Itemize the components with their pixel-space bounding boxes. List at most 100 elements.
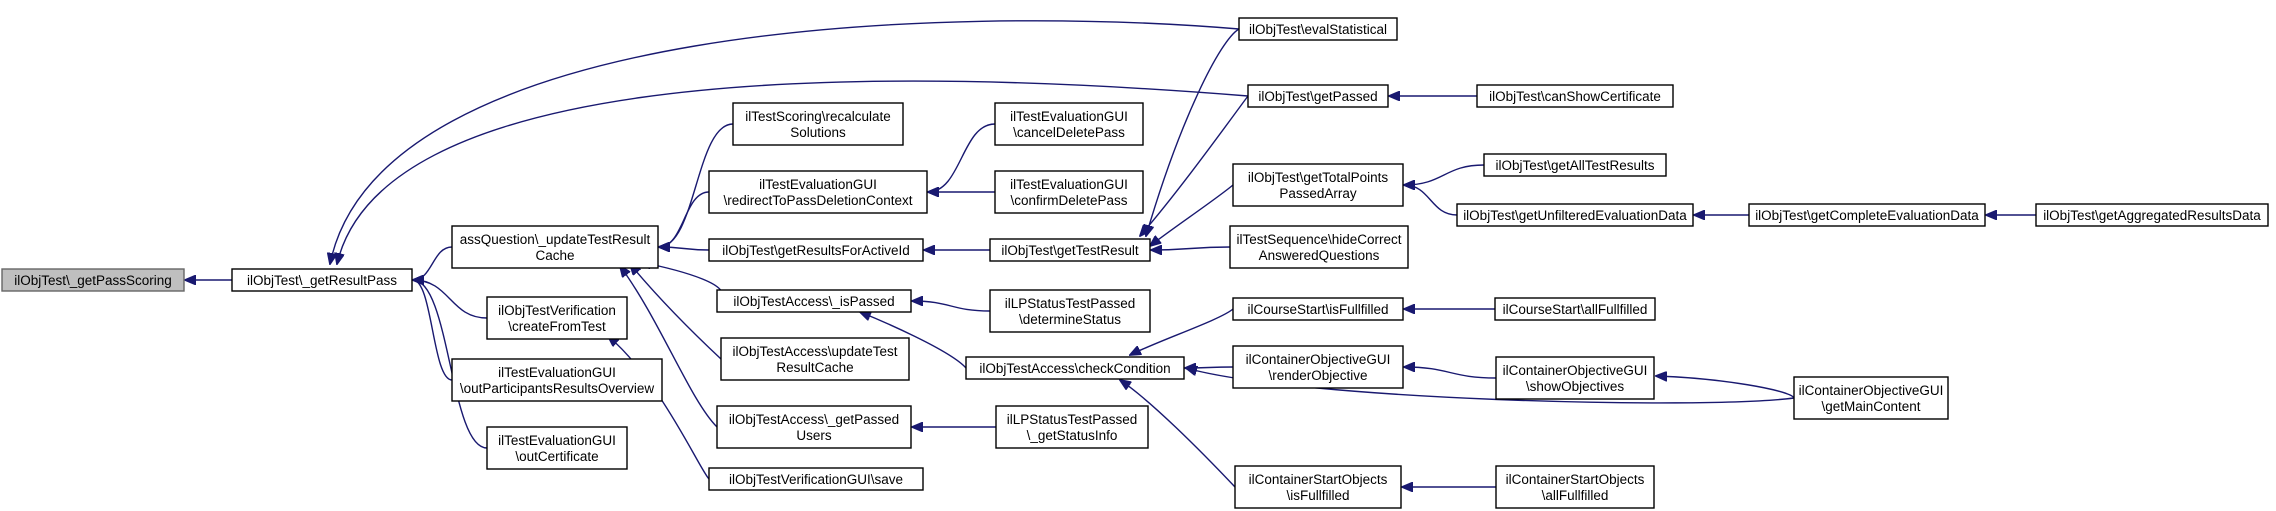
function-nodes: ilObjTest\_getPassScoring ilObjTest\_getR… [1,17,2269,509]
node-start-objects-is-fullfilled[interactable]: ilContainerStartObjects\isFullfilled [1234,465,1402,509]
node-label-line: ilObjTest\getUnfilteredEvaluationData [1463,208,1687,223]
node-label-line: \allFullfilled [1542,488,1609,503]
node-box [1495,356,1655,400]
node-label-line: ilObjTestAccess\_getPassed [729,412,899,427]
edge-cancelDeletePass-to-redirectToPassDeletionContext [928,123,996,192]
node-box [486,296,628,340]
node-label-line: ilObjTest\_getPassScoring [14,273,172,288]
node-label-line: ilTestEvaluationGUI [498,365,616,380]
node-label-line: ilCourseStart\allFullfilled [1503,302,1648,317]
node-label-line: ilLPStatusTestPassed [1007,412,1138,427]
node-label-line: ilObjTest\getResultsForActiveId [722,243,910,258]
node-get-main-content[interactable]: ilContainerObjectiveGUI\getMainContent [1793,376,1949,420]
node-box [1483,153,1667,177]
node-label-line: ilContainerObjectiveGUI [1799,383,1944,398]
node-label-line: ilTestEvaluationGUI [759,177,877,192]
edge-checkCondition-to-accessIsPassed [860,312,967,369]
node-box [732,102,904,146]
node-label-line: \outParticipantsResultsOverview [460,381,655,396]
node-box [1232,345,1404,389]
node-label-line: \renderObjective [1268,368,1367,383]
node-get-status-info[interactable]: ilLPStatusTestPassed\_getStatusInfo [995,405,1149,449]
node-label-line: \createFromTest [508,319,606,334]
edge-getMainContent-to-showObjectives [1656,376,1795,399]
node-box [1229,225,1409,269]
edge-evalStatistical-to-getTestResult [1146,28,1240,236]
edge-determineStatus-to-accessIsPassed [912,301,991,312]
node-hide-correct-answered-questions[interactable]: ilTestSequence\hideCorrectAnsweredQuesti… [1229,225,1409,269]
node-get-test-result[interactable]: ilObjTest\getTestResult [989,238,1151,262]
node-label-line: \getMainContent [1821,399,1920,414]
edge-getPassedUsers-to-updateTestResultCache [620,266,718,428]
edge-showObjectives-to-renderObjective [1404,367,1497,379]
node-box [965,356,1185,380]
node-label-line: \isFullfilled [1286,488,1349,503]
edge-courseStartIsFullfilled-to-checkCondition [1130,308,1234,355]
node-get-result-pass[interactable]: ilObjTest\_getResultPass [231,268,413,292]
node-box [708,238,924,262]
node-course-start-all-fullfilled[interactable]: ilCourseStart\allFullfilled [1494,297,1656,321]
node-label-line: ilTestEvaluationGUI [1010,109,1128,124]
node-box [989,289,1151,333]
node-label-line: ilObjTest\getCompleteEvaluationData [1755,208,1979,223]
node-out-certificate[interactable]: ilTestEvaluationGUI\outCertificate [486,426,628,470]
node-label-line: \confirmDeletePass [1010,193,1127,208]
node-box [1456,203,1694,227]
node-check-condition[interactable]: ilObjTestAccess\checkCondition [965,356,1185,380]
node-course-start-is-fullfilled[interactable]: ilCourseStart\isFullfilled [1232,297,1404,321]
node-label-line: ilObjTest\getAllTestResults [1495,158,1654,173]
node-cancel-delete-pass[interactable]: ilTestEvaluationGUI\cancelDeletePass [994,102,1144,146]
node-box [1232,163,1404,207]
edge-getAllTestResults-to-getTotalPointsPassedArray [1404,164,1485,185]
node-can-show-certificate[interactable]: ilObjTest\canShowCertificate [1476,84,1674,108]
node-box [486,426,628,470]
node-redirect-to-pass-deletion-context[interactable]: ilTestEvaluationGUI\redirectToPassDeleti… [708,170,928,214]
node-label-line: \cancelDeletePass [1013,125,1125,140]
edge-getPassed-to-getTestResult [1140,95,1249,236]
edge-outCertificate-to-getResultPass [413,280,488,449]
node-verification-save[interactable]: ilObjTestVerificationGUI\save [708,467,924,491]
node-label-line: ilTestSequence\hideCorrect [1236,232,1401,247]
node-show-objectives[interactable]: ilContainerObjectiveGUI\showObjectives [1495,356,1655,400]
node-get-passed[interactable]: ilObjTest\getPassed [1247,84,1389,108]
node-confirm-delete-pass[interactable]: ilTestEvaluationGUI\confirmDeletePass [994,170,1144,214]
node-box [1748,203,1986,227]
node-get-all-test-results[interactable]: ilObjTest\getAllTestResults [1483,153,1667,177]
node-get-results-for-active-id[interactable]: ilObjTest\getResultsForActiveId [708,238,924,262]
node-label-line: ilTestEvaluationGUI [1010,177,1128,192]
node-out-participants-results-overview[interactable]: ilTestEvaluationGUI\outParticipantsResul… [451,358,663,402]
node-eval-statistical[interactable]: ilObjTest\evalStatistical [1238,17,1398,41]
node-label-line: PassedArray [1279,186,1357,201]
node-get-aggregated-results-data[interactable]: ilObjTest\getAggregatedResultsData [2035,203,2269,227]
node-get-unfiltered-evaluation-data[interactable]: ilObjTest\getUnfilteredEvaluationData [1456,203,1694,227]
node-box [994,102,1144,146]
node-box [231,268,413,292]
edge-redirectToPassDeletionContext-to-updateTestResultCache [659,191,710,247]
edge-evalStatistical-to-getResultPass [330,20,1240,264]
edge-verificationSave-to-createFromTest [608,336,710,480]
node-start-objects-all-fullfilled[interactable]: ilContainerStartObjects\allFullfilled [1495,465,1655,509]
node-label-line: ilObjTest\canShowCertificate [1489,89,1661,104]
node-label-line: ilObjTestAccess\checkCondition [979,361,1170,376]
node-label-line: ilObjTest\getTotalPoints [1248,170,1389,185]
node-label-line: ilObjTestVerificationGUI\save [729,472,903,487]
node-box [1238,17,1398,41]
node-get-complete-evaluation-data[interactable]: ilObjTest\getCompleteEvaluationData [1748,203,1986,227]
node-label-line: ilContainerStartObjects [1506,472,1645,487]
node-get-pass-scoring[interactable]: ilObjTest\_getPassScoring [1,268,185,292]
node-label-line: ilObjTest\getPassed [1258,89,1377,104]
node-box [1793,376,1949,420]
node-box [2035,203,2269,227]
node-create-from-test[interactable]: ilObjTestVerification\createFromTest [486,296,628,340]
node-label-line: ilTestScoring\recalculate [745,109,891,124]
node-access-is-passed[interactable]: ilObjTestAccess\_isPassed [716,289,912,313]
node-render-objective[interactable]: ilContainerObjectiveGUI\renderObjective [1232,345,1404,389]
node-label-line: ilObjTestVerification [498,303,616,318]
node-determine-status[interactable]: ilLPStatusTestPassed\determineStatus [989,289,1151,333]
